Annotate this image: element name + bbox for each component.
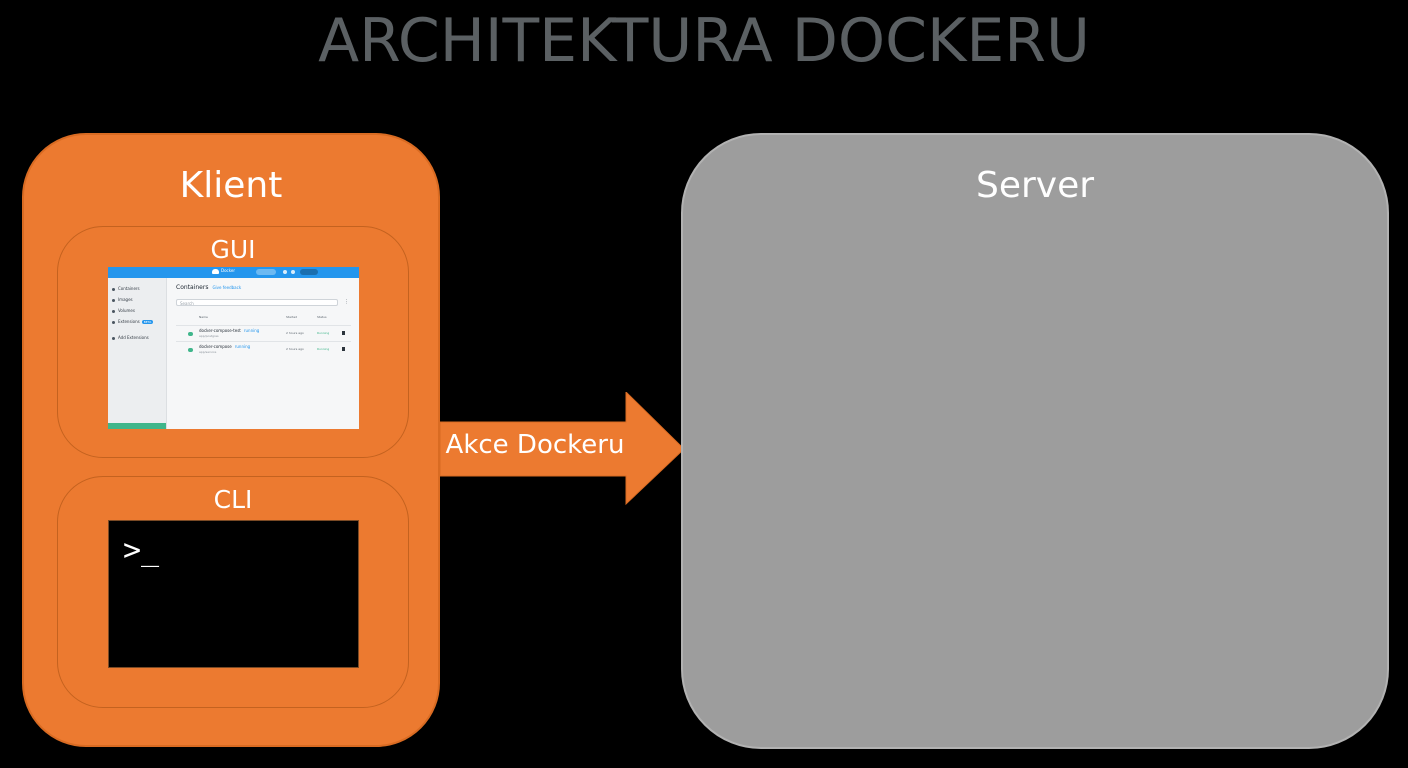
cli-subpanel: CLI >_ bbox=[57, 476, 409, 708]
gui-side-item: Add Extensions bbox=[112, 335, 149, 340]
gui-column-header: Name bbox=[199, 315, 208, 319]
gui-topbar: Docker bbox=[108, 267, 359, 278]
beta-badge: BETA bbox=[141, 320, 154, 324]
server-panel: Server bbox=[681, 133, 1389, 749]
container-status-icon bbox=[188, 348, 193, 352]
volume-icon bbox=[112, 309, 115, 313]
gui-label: GUI bbox=[210, 235, 256, 264]
gui-column-header: Started bbox=[286, 315, 298, 319]
container-status-icon bbox=[188, 332, 193, 336]
terminal-window: >_ bbox=[108, 520, 359, 668]
gear-icon bbox=[283, 270, 287, 274]
trash-icon bbox=[342, 331, 345, 335]
extension-icon bbox=[112, 320, 115, 324]
client-panel: Klient GUI Docker Containers Images Volu… bbox=[22, 133, 440, 747]
more-icon: ⋮ bbox=[344, 299, 349, 305]
gui-brand: Docker bbox=[212, 268, 235, 274]
gui-search-pill bbox=[256, 269, 276, 275]
diagram-title: ARCHITEKTURA DOCKERU bbox=[318, 6, 1090, 76]
docker-actions-arrow bbox=[440, 392, 685, 506]
gui-account-pill bbox=[300, 269, 318, 275]
container-icon bbox=[112, 287, 115, 291]
server-label: Server bbox=[975, 165, 1095, 206]
gui-column-header: Status bbox=[317, 315, 327, 319]
gui-search-input: Search bbox=[176, 299, 338, 306]
gui-status-bar bbox=[108, 423, 166, 429]
cli-label: CLI bbox=[213, 485, 253, 514]
image-icon bbox=[112, 298, 115, 302]
gui-screenshot: Docker Containers Images Volumes Extensi… bbox=[108, 267, 359, 429]
add-icon bbox=[112, 336, 115, 340]
gui-brand-text: Docker bbox=[221, 268, 236, 273]
gui-side-item: Volumes bbox=[112, 308, 135, 313]
client-label: Klient bbox=[179, 165, 283, 206]
gui-side-item: Images bbox=[112, 297, 133, 302]
whale-icon bbox=[212, 268, 219, 274]
bug-icon bbox=[291, 270, 295, 274]
arrow-shape bbox=[440, 392, 685, 506]
arrow-label: Akce Dockeru bbox=[445, 430, 625, 460]
gui-side-item: Containers bbox=[112, 286, 140, 291]
trash-icon bbox=[342, 347, 345, 351]
terminal-prompt: >_ bbox=[123, 533, 160, 568]
gui-subpanel: GUI Docker Containers Images Volumes Ext… bbox=[57, 226, 409, 458]
